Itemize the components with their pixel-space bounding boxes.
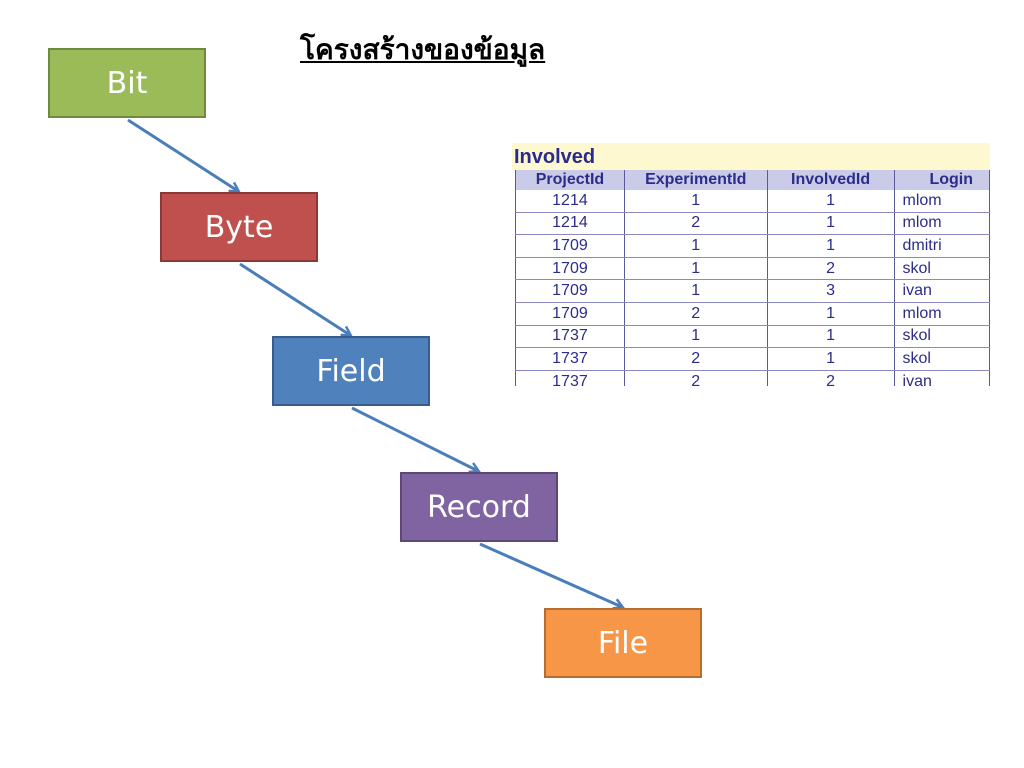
bit-box: Bit [48, 48, 206, 118]
header-login: Login [893, 170, 990, 190]
cell-involvedid: 1 [766, 234, 895, 258]
cell-involvedid: 1 [766, 212, 895, 236]
header-projectid: ProjectId [515, 170, 625, 190]
cell-involvedid: 1 [766, 325, 895, 349]
arrow-bit-to-byte [127, 118, 238, 191]
cell-experimentid: 1 [623, 190, 768, 213]
cell-projectid: 1709 [515, 302, 625, 326]
cell-experimentid: 1 [623, 325, 768, 349]
cell-projectid: 1737 [515, 347, 625, 371]
cell-login: dmitri [893, 234, 990, 258]
cell-projectid: 1737 [515, 370, 625, 386]
cell-login: mlom [893, 212, 990, 236]
cell-experimentid: 2 [623, 302, 768, 326]
involved-table-image: Involved ProjectId ExperimentId Involved… [512, 143, 990, 386]
field-box: Field [272, 336, 430, 406]
cell-projectid: 1709 [515, 257, 625, 281]
record-label: Record [427, 489, 531, 525]
arrow-field-to-record [351, 406, 478, 471]
cell-login: skol [893, 257, 990, 281]
arrow-byte-to-field [239, 262, 350, 335]
cell-login: ivan [893, 370, 990, 386]
record-box: Record [400, 472, 558, 542]
cell-involvedid: 2 [766, 257, 895, 281]
cell-login: mlom [893, 302, 990, 326]
cell-projectid: 1214 [515, 212, 625, 236]
table-caption: Involved [512, 143, 990, 170]
involved-table: ProjectId ExperimentId InvolvedId Login … [515, 170, 990, 386]
bit-label: Bit [106, 65, 148, 101]
cell-login: skol [893, 347, 990, 371]
cell-projectid: 1737 [515, 325, 625, 349]
table-header-row: ProjectId ExperimentId InvolvedId Login [515, 170, 990, 190]
cell-login: skol [893, 325, 990, 349]
byte-box: Byte [160, 192, 318, 262]
cell-involvedid: 3 [766, 279, 895, 303]
header-involvedid: InvolvedId [766, 170, 895, 190]
cell-experimentid: 1 [623, 257, 768, 281]
file-box: File [544, 608, 702, 678]
cell-experimentid: 1 [623, 279, 768, 303]
cell-involvedid: 2 [766, 370, 895, 386]
cell-login: mlom [893, 190, 990, 213]
cell-experimentid: 2 [623, 212, 768, 236]
cell-experimentid: 1 [623, 234, 768, 258]
slide-title: โครงสร้างของข้อมูล [300, 33, 546, 66]
cell-experimentid: 2 [623, 370, 768, 386]
field-label: Field [316, 353, 386, 389]
byte-label: Byte [204, 209, 274, 245]
file-label: File [597, 625, 649, 661]
cell-projectid: 1709 [515, 234, 625, 258]
cell-involvedid: 1 [766, 347, 895, 371]
cell-projectid: 1214 [515, 190, 625, 213]
cell-login: ivan [893, 279, 990, 303]
arrow-record-to-file [479, 542, 622, 607]
cell-involvedid: 1 [766, 190, 895, 213]
cell-involvedid: 1 [766, 302, 895, 326]
header-experimentid: ExperimentId [623, 170, 768, 190]
cell-projectid: 1709 [515, 279, 625, 303]
cell-experimentid: 2 [623, 347, 768, 371]
